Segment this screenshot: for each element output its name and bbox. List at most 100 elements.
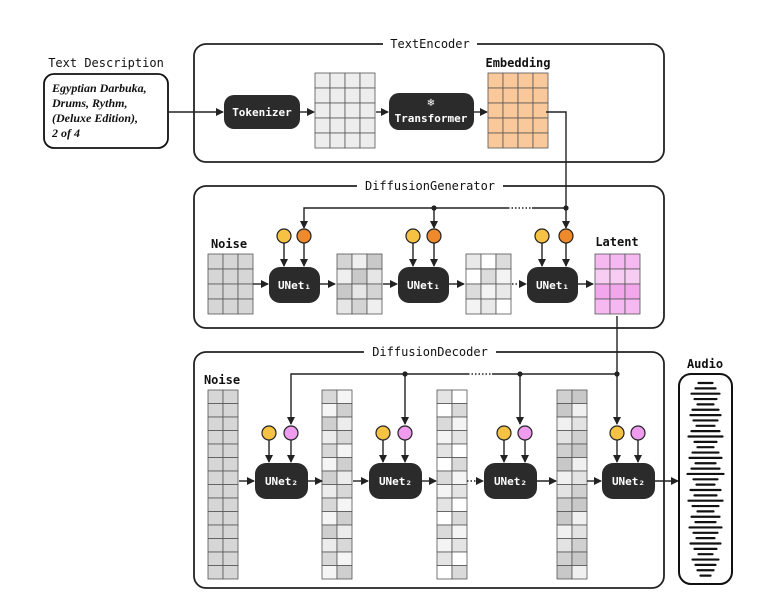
input-heading: Text Description bbox=[48, 56, 164, 70]
timestep-circle bbox=[276, 228, 292, 244]
grid-cell bbox=[517, 117, 534, 134]
latent-label: Latent bbox=[595, 235, 638, 249]
conditioning-circle bbox=[630, 425, 646, 441]
grid-cell bbox=[222, 511, 239, 526]
grid-cell bbox=[451, 416, 468, 431]
grid-cell bbox=[451, 551, 468, 566]
grid-cell bbox=[314, 72, 331, 89]
grid-cell bbox=[336, 457, 353, 472]
conditioning-circle bbox=[283, 425, 299, 441]
embedding-label: Embedding bbox=[485, 56, 550, 70]
grid-cell bbox=[517, 87, 534, 104]
grid-cell bbox=[465, 268, 482, 285]
grid-cell bbox=[366, 268, 383, 285]
decoder-title: DiffusionDecoder bbox=[372, 345, 488, 359]
grid-cell bbox=[571, 565, 588, 580]
grid-cell bbox=[502, 72, 519, 89]
grid-cell bbox=[344, 102, 361, 119]
grid-cell bbox=[207, 470, 224, 485]
grid-cell bbox=[336, 497, 353, 512]
grid-cell bbox=[502, 117, 519, 134]
decoder-unet-node-label: UNet₂ bbox=[379, 475, 412, 488]
grid-cell bbox=[487, 102, 504, 119]
grid-cell bbox=[436, 443, 453, 458]
grid-cell bbox=[351, 298, 368, 315]
grid-cell bbox=[571, 497, 588, 512]
grid-cell bbox=[624, 268, 641, 285]
grid-cell bbox=[465, 253, 482, 270]
grid-cell bbox=[502, 87, 519, 104]
grid-cell bbox=[222, 470, 239, 485]
grid-cell bbox=[222, 253, 239, 270]
grid-cell bbox=[571, 511, 588, 526]
grid-cell bbox=[436, 511, 453, 526]
wire-junction bbox=[563, 205, 569, 211]
grid-cell bbox=[329, 72, 346, 89]
grid-cell bbox=[517, 102, 534, 119]
decoder-intermediate-grid bbox=[556, 389, 588, 580]
grid-cell bbox=[314, 117, 331, 134]
grid-cell bbox=[321, 389, 338, 404]
grid-cell bbox=[556, 403, 573, 418]
grid-cell bbox=[321, 551, 338, 566]
grid-cell bbox=[366, 298, 383, 315]
grid-cell bbox=[222, 551, 239, 566]
grid-cell bbox=[321, 565, 338, 580]
grid-cell bbox=[314, 102, 331, 119]
grid-cell bbox=[222, 298, 239, 315]
grid-cell bbox=[571, 416, 588, 431]
grid-cell bbox=[222, 389, 239, 404]
grid-cell bbox=[436, 470, 453, 485]
grid-cell bbox=[451, 565, 468, 580]
generator-title: DiffusionGenerator bbox=[365, 179, 495, 193]
generator-unet-node bbox=[398, 267, 449, 303]
grid-cell bbox=[571, 524, 588, 539]
grid-cell bbox=[556, 524, 573, 539]
grid-cell bbox=[321, 430, 338, 445]
generator-intermediate-grid bbox=[465, 253, 512, 315]
grid-cell bbox=[366, 253, 383, 270]
grid-cell bbox=[451, 484, 468, 499]
grid-cell bbox=[451, 403, 468, 418]
grid-cell bbox=[207, 538, 224, 553]
decoder-unet-node-label: UNet₂ bbox=[612, 475, 645, 488]
grid-cell bbox=[451, 457, 468, 472]
grid-cell bbox=[571, 389, 588, 404]
grid-cell bbox=[336, 565, 353, 580]
grid-cell bbox=[351, 268, 368, 285]
grid-cell bbox=[436, 430, 453, 445]
grid-cell bbox=[336, 484, 353, 499]
grid-cell bbox=[556, 484, 573, 499]
grid-cell bbox=[207, 389, 224, 404]
grid-cell bbox=[624, 253, 641, 270]
grid-cell bbox=[480, 298, 497, 315]
grid-cell bbox=[207, 416, 224, 431]
grid-cell bbox=[222, 538, 239, 553]
decoder-unet-node bbox=[255, 463, 308, 499]
wire-junction bbox=[614, 371, 620, 377]
grid-cell bbox=[451, 443, 468, 458]
grid-cell bbox=[207, 565, 224, 580]
grid-cell bbox=[336, 403, 353, 418]
grid-cell bbox=[336, 416, 353, 431]
grid-cell bbox=[321, 470, 338, 485]
grid-cell bbox=[451, 524, 468, 539]
grid-cell bbox=[451, 389, 468, 404]
grid-cell bbox=[336, 298, 353, 315]
decoder-unet-node-label: UNet₂ bbox=[265, 475, 298, 488]
grid-cell bbox=[222, 484, 239, 499]
grid-cell bbox=[344, 72, 361, 89]
grid-cell bbox=[609, 283, 626, 300]
audio-label: Audio bbox=[687, 357, 723, 371]
decoder-noise-grid bbox=[207, 389, 239, 580]
grid-cell bbox=[502, 132, 519, 149]
grid-cell bbox=[336, 443, 353, 458]
grid-cell bbox=[594, 268, 611, 285]
grid-cell bbox=[359, 72, 376, 89]
text-encoder-title: TextEncoder bbox=[390, 37, 469, 51]
grid-cell bbox=[336, 389, 353, 404]
grid-cell bbox=[336, 283, 353, 300]
grid-cell bbox=[336, 524, 353, 539]
grid-cell bbox=[609, 268, 626, 285]
